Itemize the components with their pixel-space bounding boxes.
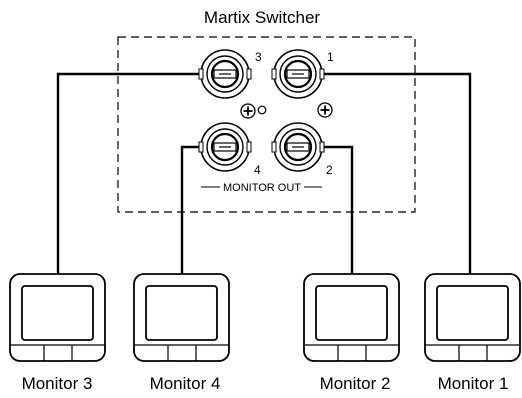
connector-label-4: 4 bbox=[254, 163, 261, 177]
switcher-title: Martix Switcher bbox=[204, 8, 321, 27]
monitor-1-label: Monitor 1 bbox=[438, 374, 509, 393]
monitor-1-icon bbox=[424, 273, 521, 362]
monitor-4-label: Monitor 4 bbox=[150, 374, 221, 393]
cable-monitor-1 bbox=[298, 72, 472, 276]
connector-label-3: 3 bbox=[255, 50, 262, 64]
connector-label-2: 2 bbox=[326, 163, 333, 177]
cable-monitor-3 bbox=[56, 72, 225, 276]
cables bbox=[56, 72, 472, 276]
monitor-2-label: Monitor 2 bbox=[320, 374, 391, 393]
screw-icon-left bbox=[240, 103, 256, 119]
bnc-connector-1 bbox=[271, 49, 325, 99]
monitor-2-icon bbox=[303, 273, 400, 362]
monitor-3-label: Monitor 3 bbox=[22, 374, 93, 393]
connector-label-1: 1 bbox=[327, 50, 334, 64]
bnc-connector-2 bbox=[271, 122, 325, 172]
monitor-out-label: MONITOR OUT bbox=[223, 182, 301, 194]
switcher-panel-outline bbox=[117, 36, 416, 213]
bnc-connector-3 bbox=[198, 49, 252, 99]
screw-icon-right bbox=[317, 102, 333, 118]
indicator-led-icon bbox=[257, 105, 267, 115]
monitor-4-icon bbox=[133, 273, 230, 362]
bnc-connector-4 bbox=[198, 122, 252, 172]
monitor-3-icon bbox=[9, 273, 106, 362]
